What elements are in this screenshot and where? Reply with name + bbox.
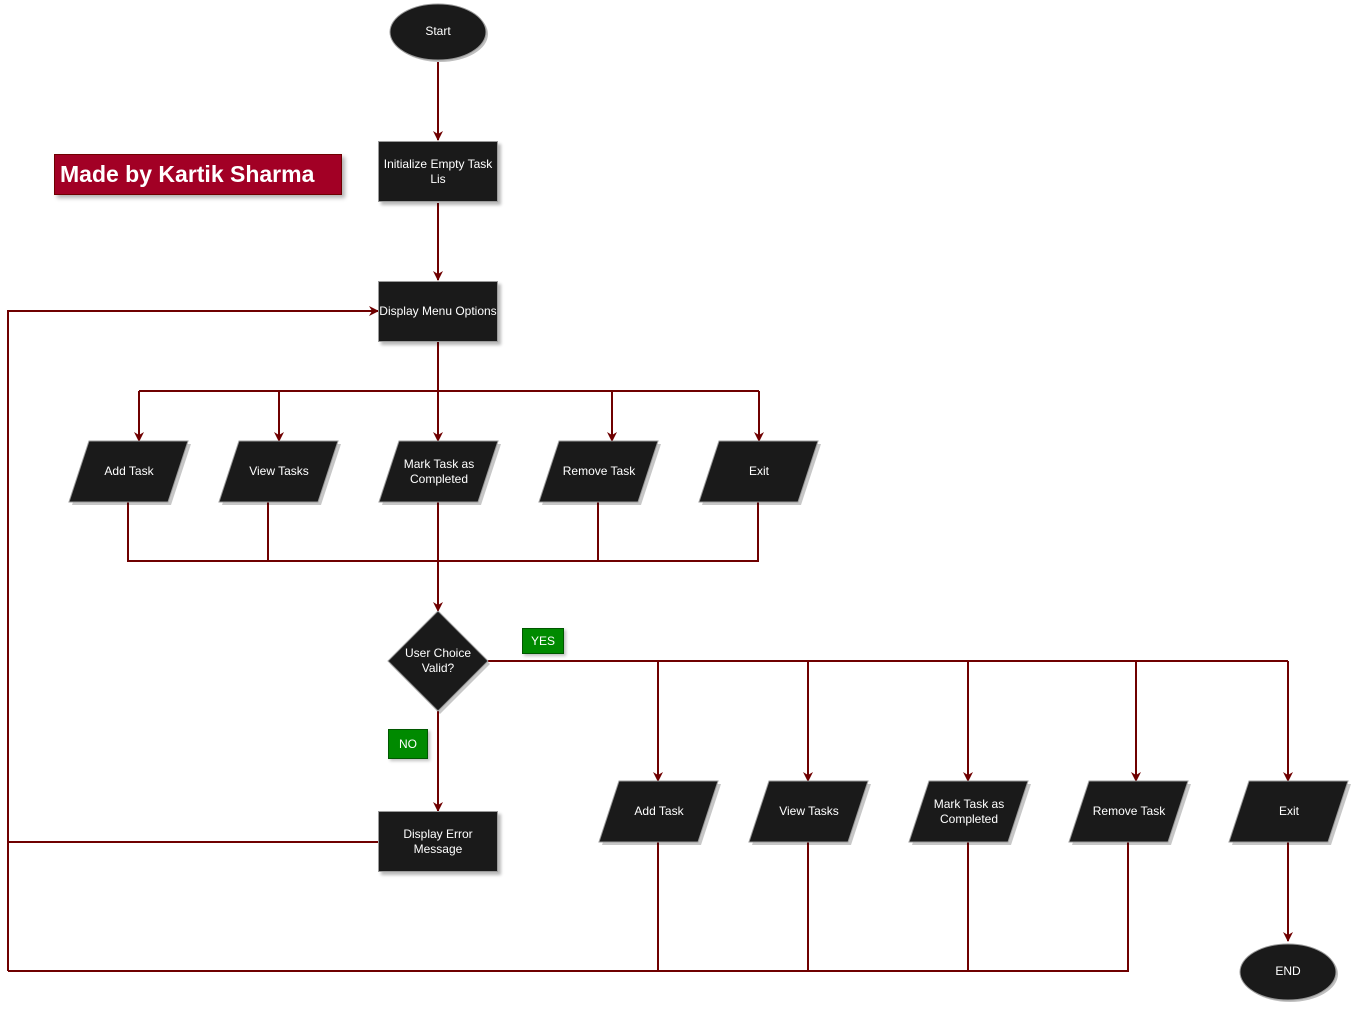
edge-loop-back-to-menu — [7, 306, 379, 971]
display-menu-process: Display Menu Options — [378, 281, 498, 342]
edge-actions-return — [8, 842, 1129, 972]
no-tag: NO — [388, 729, 428, 759]
option-remove-task-shape — [538, 440, 661, 505]
start-shape — [389, 3, 488, 62]
edge-merge-left — [127, 502, 599, 562]
initialize-task-list-label: Initialize Empty Task Lis — [383, 156, 493, 186]
option-exit-shape — [698, 440, 821, 505]
user-choice-label: User Choice Valid? — [404, 646, 472, 675]
start-label: Start — [425, 23, 451, 38]
option-remove-task: Remove Task — [538, 440, 661, 505]
author-banner: Made by Kartik Sharma — [54, 154, 342, 195]
option-exit-label: Exit — [748, 464, 769, 478]
end-label: END — [1275, 963, 1301, 978]
display-error-label: Display Error Message — [403, 826, 473, 856]
option-exit: Exit — [698, 440, 821, 505]
yes-tag: YES — [522, 628, 564, 654]
user-choice-decision: User Choice Valid? — [387, 610, 490, 714]
action-add-task: Add Task — [598, 780, 721, 845]
end-shape — [1239, 943, 1338, 1002]
display-menu-label: Display Menu Options — [379, 304, 497, 318]
decision-shape — [387, 610, 490, 714]
option-remove-task-label: Remove Task — [562, 464, 636, 478]
action-add-task-label: Add Task — [634, 804, 684, 818]
action-view-tasks-label: View Tasks — [779, 804, 839, 818]
action-exit-label: Exit — [1278, 804, 1299, 818]
edge-merge-exit — [598, 502, 759, 562]
yes-tag-label: YES — [530, 634, 555, 648]
author-banner-text: Made by Kartik Sharma — [60, 161, 315, 187]
end-terminator: END — [1238, 941, 1338, 1002]
action-mark-completed-shape — [908, 780, 1031, 845]
display-error-process: Display Error Message — [378, 811, 498, 872]
option-view-tasks-shape — [218, 440, 341, 505]
option-add-task-shape — [68, 440, 191, 505]
action-remove-task-shape — [1068, 780, 1191, 845]
action-mark-completed-label: Mark Task as Completed — [933, 796, 1005, 826]
option-view-tasks-label: View Tasks — [249, 464, 309, 478]
option-add-task-label: Add Task — [104, 464, 154, 478]
initialize-task-list-process: Initialize Empty Task Lis — [378, 141, 498, 202]
start-terminator: Start — [388, 1, 488, 62]
action-exit-shape — [1228, 780, 1351, 845]
action-remove-task-label: Remove Task — [1092, 804, 1166, 818]
option-mark-completed-label: Mark Task as Completed — [403, 456, 475, 486]
action-view-tasks-shape — [748, 780, 871, 845]
action-view-tasks: View Tasks — [748, 780, 871, 845]
action-mark-completed: Mark Task as Completed — [908, 780, 1031, 845]
action-exit: Exit — [1228, 780, 1351, 845]
option-mark-completed-shape — [378, 440, 501, 505]
option-view-tasks: View Tasks — [218, 440, 341, 505]
option-mark-completed: Mark Task as Completed — [378, 440, 501, 505]
no-tag-label: NO — [399, 737, 417, 751]
action-add-task-shape — [598, 780, 721, 845]
action-remove-task: Remove Task — [1068, 780, 1191, 845]
option-add-task: Add Task — [68, 440, 191, 505]
